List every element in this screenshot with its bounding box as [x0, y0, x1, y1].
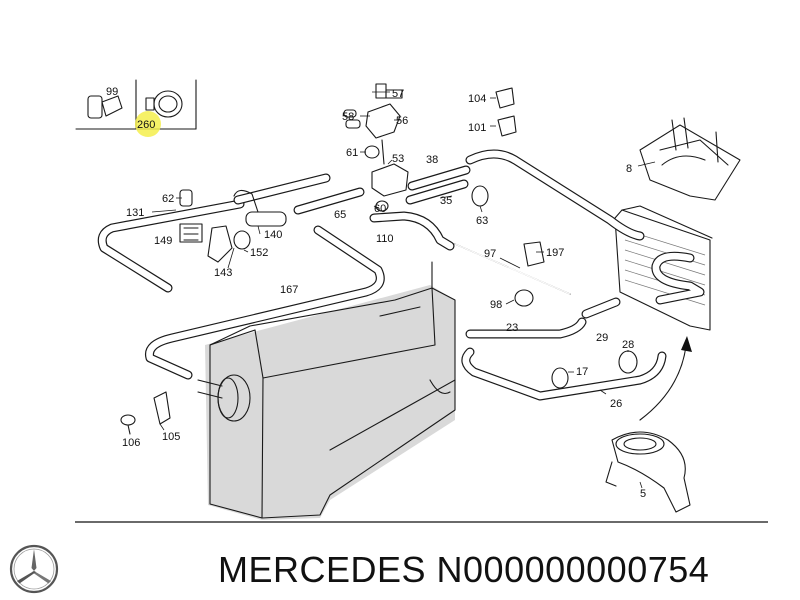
part-label[interactable]: 63: [476, 215, 488, 227]
hose-38[interactable]: [407, 165, 471, 191]
part-label[interactable]: 197: [546, 247, 564, 259]
part-label[interactable]: 101: [468, 122, 486, 134]
part-label[interactable]: 60: [374, 203, 386, 215]
part-label[interactable]: 35: [440, 195, 452, 207]
heater-core: [614, 205, 713, 331]
part-label[interactable]: 26: [610, 398, 622, 410]
engine-block: [197, 261, 456, 520]
part-label[interactable]: 131: [126, 207, 144, 219]
part-label[interactable]: 62: [162, 193, 174, 205]
part-label[interactable]: 17: [576, 366, 588, 378]
hose-65[interactable]: [293, 187, 365, 215]
part-label[interactable]: 29: [596, 332, 608, 344]
part-label[interactable]: 8: [626, 163, 632, 175]
part-label[interactable]: 149: [154, 235, 172, 247]
part-5-duct-drawing[interactable]: [605, 431, 691, 513]
hose-26[interactable]: [461, 347, 667, 401]
part-label[interactable]: 57: [392, 88, 404, 100]
part-197-clamp[interactable]: [523, 241, 545, 267]
hose-heater-inlet[interactable]: [465, 149, 645, 241]
part-labels: 99 260 57 58 56 61 53 38 104 101 8 62 13…: [106, 86, 646, 500]
part-label[interactable]: 65: [334, 209, 346, 221]
hose-131[interactable]: [97, 199, 245, 293]
part-17-grommet[interactable]: [551, 367, 569, 389]
hose-29[interactable]: [581, 297, 621, 319]
hose-110[interactable]: [369, 211, 455, 251]
hose-35[interactable]: [405, 179, 469, 205]
part-label[interactable]: 167: [280, 284, 298, 296]
part-label[interactable]: 97: [484, 248, 496, 260]
part-label[interactable]: 143: [214, 267, 232, 279]
part-99-drawing[interactable]: [87, 95, 123, 119]
part-label[interactable]: 5: [640, 488, 646, 500]
part-label[interactable]: 61: [346, 147, 358, 159]
part-label[interactable]: 110: [376, 233, 394, 245]
part-98-grommet[interactable]: [514, 289, 534, 307]
part-260-clamp-drawing[interactable]: [145, 90, 183, 118]
part-140-pump[interactable]: [233, 189, 287, 227]
hose-167[interactable]: [145, 225, 385, 380]
part-number-caption: MERCEDES N000000000754: [218, 549, 710, 590]
part-28-grommet[interactable]: [618, 350, 638, 374]
fittings-104-101[interactable]: [495, 87, 517, 137]
part-63-grommet[interactable]: [471, 185, 489, 207]
part-label[interactable]: 23: [506, 322, 518, 334]
part-label[interactable]: 140: [264, 229, 282, 241]
part-label[interactable]: 98: [490, 299, 502, 311]
part-105-bracket[interactable]: [153, 391, 171, 425]
part-149-connector[interactable]: [179, 223, 203, 243]
part-label[interactable]: 58: [342, 111, 354, 123]
part-143-bracket[interactable]: [207, 225, 251, 263]
part-label[interactable]: 28: [622, 339, 634, 351]
valve-assembly[interactable]: [343, 83, 409, 212]
mercedes-star-icon: [9, 544, 59, 594]
part-label[interactable]: 99: [106, 86, 118, 98]
part-label[interactable]: 105: [162, 431, 180, 443]
direction-arrow: [639, 336, 692, 421]
part-label[interactable]: 56: [396, 115, 408, 127]
hose-23[interactable]: [465, 317, 587, 339]
rod-97[interactable]: [454, 243, 571, 295]
part-label[interactable]: 104: [468, 93, 486, 105]
hose-core-return[interactable]: [651, 251, 705, 305]
part-label[interactable]: 38: [426, 154, 438, 166]
part-label[interactable]: 260: [137, 119, 155, 131]
highlight-marker[interactable]: [135, 111, 161, 137]
part-label[interactable]: 152: [250, 247, 268, 259]
leader-lines: [151, 91, 643, 489]
hose-upper-straight[interactable]: [233, 173, 331, 205]
part-label[interactable]: 106: [122, 437, 140, 449]
part-8-cover-drawing[interactable]: [639, 117, 741, 201]
part-label[interactable]: 53: [392, 153, 404, 165]
part-106-bolt[interactable]: [120, 414, 136, 435]
